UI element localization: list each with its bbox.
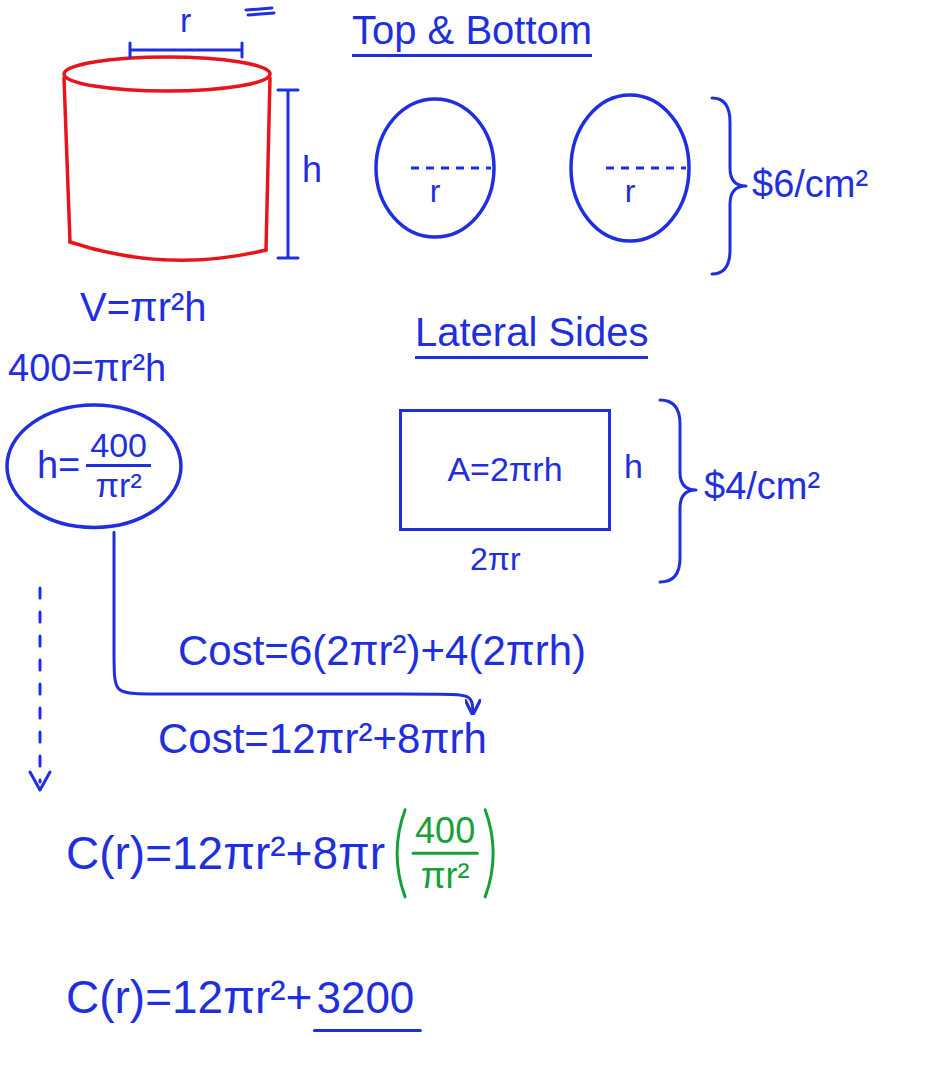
- node-text: h=: [37, 445, 80, 487]
- formula-holder: C(r)=12πr²+: [66, 972, 312, 1023]
- price-label: $6/cm²: [752, 164, 868, 206]
- substitution-arrow: [114, 532, 473, 712]
- dimension-label-holder: h: [302, 150, 322, 190]
- node-text-group: A=2πrh: [447, 451, 562, 488]
- substitution-numerator-holder: 400: [415, 811, 475, 851]
- height-dimension: [278, 90, 298, 258]
- bottom-circle: r: [569, 93, 691, 243]
- formula: C(r)=12πr²+: [66, 972, 312, 1023]
- heading-holder: Lateral Sides: [415, 310, 648, 359]
- node-text: r: [430, 173, 441, 209]
- node-text: A=2πrh: [447, 450, 562, 488]
- node-text-group: r: [625, 174, 636, 209]
- formula: V=πr²h: [80, 285, 207, 329]
- heading: Lateral Sides: [415, 310, 648, 359]
- dimension-label: 2πr: [470, 542, 521, 577]
- formula-holder: V=πr²h: [80, 285, 207, 329]
- dashed-arrow: [39, 588, 42, 782]
- lateral-rect: A=2πrh: [399, 409, 611, 531]
- formula: Cost=6(2πr²)+4(2πrh): [178, 628, 586, 674]
- dimension-label: h: [624, 448, 643, 485]
- dimension-label: r: [180, 2, 191, 39]
- parenthesis: [485, 810, 493, 897]
- node-outline: [569, 93, 691, 243]
- price-label: $4/cm²: [704, 466, 820, 508]
- fraction-bar: [314, 1029, 420, 1032]
- heading: Top & Bottom: [352, 8, 592, 57]
- brace: [712, 98, 746, 274]
- fraction-numerator-holder: 3200: [316, 974, 414, 1022]
- node-text: πr²: [92, 467, 146, 504]
- node-text: r: [625, 173, 636, 209]
- dimension-label-holder: h: [624, 448, 643, 485]
- node-text: 400: [86, 427, 151, 467]
- ellipse-outline: [571, 95, 689, 241]
- price-label-holder: $4/cm²: [704, 466, 820, 508]
- formula-holder: 400=πr²h: [8, 348, 166, 390]
- dimension-label-holder: r: [180, 2, 191, 39]
- substitution-denominator-holder: πr²: [421, 856, 470, 896]
- arrow-head: [30, 772, 50, 790]
- substitution-denominator: πr²: [421, 856, 470, 896]
- top-circle: r: [374, 97, 496, 239]
- scribble-mark: [246, 8, 274, 15]
- cylinder-top: [64, 57, 270, 91]
- cylinder-side: [64, 78, 70, 242]
- radius-line: [411, 167, 491, 170]
- brace: [660, 400, 696, 582]
- price-label-holder: $6/cm²: [752, 164, 868, 206]
- formula: 400=πr²h: [8, 348, 166, 390]
- heading-holder: Top & Bottom: [352, 8, 592, 57]
- fraction: 400πr²: [86, 427, 151, 505]
- cylinder-side: [266, 78, 270, 250]
- fraction-bar: [413, 852, 477, 855]
- radius-line: [606, 167, 686, 170]
- ellipse-outline: [7, 405, 181, 527]
- parenthesis: [397, 810, 405, 897]
- fraction-numerator: 3200: [316, 974, 414, 1022]
- formula: C(r)=12πr²+8πr: [66, 828, 385, 879]
- formula-holder: C(r)=12πr²+8πr: [66, 828, 385, 879]
- node-text-group: r: [430, 174, 441, 209]
- formula-holder: Cost=6(2πr²)+4(2πrh): [178, 628, 586, 674]
- node-outline: [374, 97, 496, 239]
- formula-holder: Cost=12πr²+8πrh: [158, 716, 487, 762]
- ellipse-outline: [376, 99, 494, 237]
- substitution-numerator: 400: [415, 811, 475, 851]
- formula: Cost=12πr²+8πrh: [158, 716, 487, 762]
- dimension-label: h: [302, 150, 322, 190]
- cylinder-bottom: [70, 242, 266, 260]
- height-ellipse: h=400πr²: [5, 403, 183, 529]
- radius-dimension: [130, 43, 242, 57]
- node-text-group: h=400πr²: [37, 427, 151, 505]
- dimension-label-holder: 2πr: [470, 542, 521, 577]
